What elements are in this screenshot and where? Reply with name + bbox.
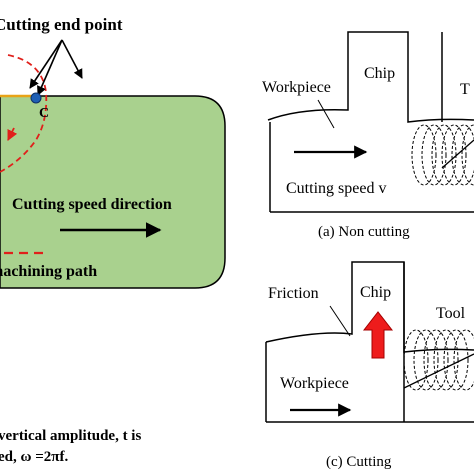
panel-c-workpiece-label: Workpiece bbox=[280, 375, 349, 392]
left-panel: Cutting end point C Cutting speed direct… bbox=[0, 15, 226, 465]
end-point-pointer-1 bbox=[29, 39, 63, 89]
panel-a-workpiece-label: Workpiece bbox=[262, 79, 331, 96]
panel-a-workpiece-leader bbox=[317, 99, 335, 129]
workpiece-block bbox=[0, 95, 226, 289]
end-point-pointer-3 bbox=[61, 39, 83, 79]
panel-a-caption: (a) Non cutting bbox=[318, 224, 410, 240]
panel-a-non-cutting: Workpiece Chip T Cutting speed v (a) Non… bbox=[262, 31, 474, 240]
panel-c-cutting: Friction Chip Tool Workpiece (c) Cutting bbox=[265, 261, 474, 470]
panel-c-vibration-loops bbox=[403, 329, 474, 391]
machining-path-label: machining path bbox=[0, 263, 97, 280]
caption-line-2: ed, ω =2πf. bbox=[0, 449, 68, 465]
panel-a-workpiece-outline bbox=[267, 31, 474, 123]
cutting-path-curve bbox=[0, 54, 48, 173]
panel-a-cutting-speed-label: Cutting speed v bbox=[286, 180, 386, 197]
caption-line-1: vertical amplitude, t is bbox=[0, 428, 141, 444]
end-point-pointer-2 bbox=[37, 39, 63, 96]
panel-a-chip-label: Chip bbox=[364, 65, 395, 82]
cutting-end-point-label: Cutting end point bbox=[0, 15, 123, 34]
panel-a-vibration-loops bbox=[411, 124, 474, 186]
panel-c-caption: (c) Cutting bbox=[326, 454, 392, 470]
point-c-marker bbox=[30, 92, 42, 104]
panel-c-chip-label: Chip bbox=[360, 284, 391, 301]
panel-c-radius-line bbox=[403, 353, 474, 389]
panel-c-chip-arrow bbox=[362, 311, 394, 359]
panel-c-friction-label: Friction bbox=[268, 285, 319, 302]
panel-a-radius-line bbox=[441, 139, 474, 169]
panel-c-tool-label: Tool bbox=[436, 305, 466, 322]
path-direction-arrow bbox=[7, 127, 18, 141]
cutting-speed-direction-label: Cutting speed direction bbox=[12, 196, 172, 213]
panel-a-tool-label: T bbox=[460, 81, 470, 98]
panel-c-friction-leader bbox=[329, 305, 351, 337]
point-c-label: C bbox=[39, 106, 49, 121]
